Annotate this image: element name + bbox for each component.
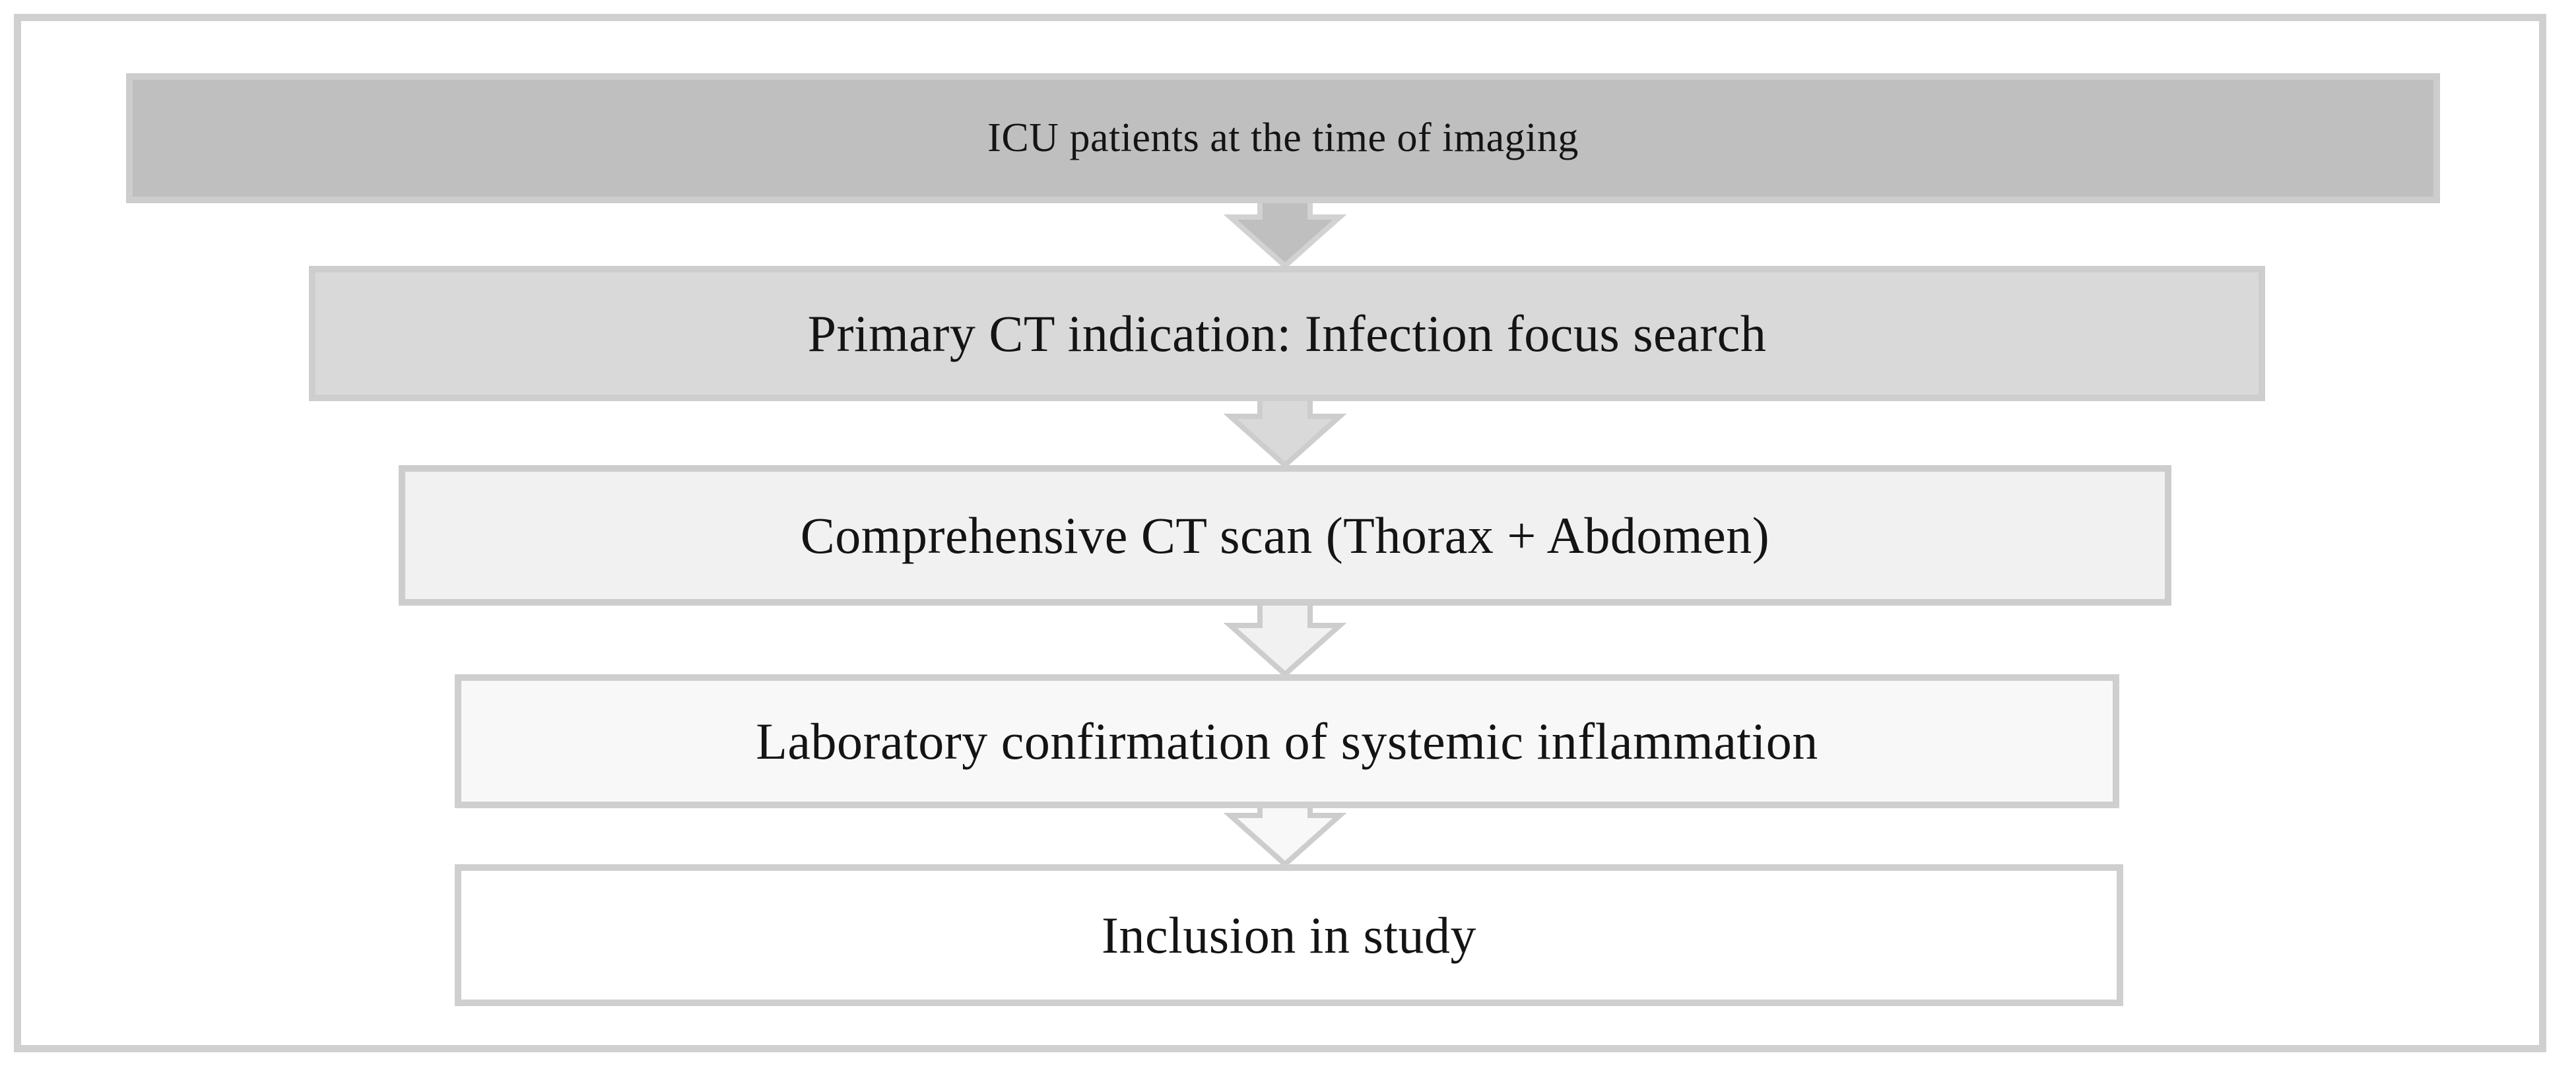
flow-step-label: Laboratory confirmation of systemic infl… xyxy=(756,712,1818,770)
flow-step-label: Primary CT indication: Infection focus s… xyxy=(807,304,1767,362)
flow-step-inclusion: Inclusion in study xyxy=(455,864,2123,1006)
down-arrow-icon xyxy=(1223,798,1347,868)
flow-step-lab-confirmation: Laboratory confirmation of systemic infl… xyxy=(455,674,2119,808)
flow-step-label: Inclusion in study xyxy=(1102,906,1476,964)
down-arrow-icon xyxy=(1223,595,1347,678)
down-arrow-icon xyxy=(1223,193,1347,270)
flow-step-icu-patients: ICU patients at the time of imaging xyxy=(126,73,2440,203)
flow-step-label: ICU patients at the time of imaging xyxy=(987,115,1579,160)
flow-step-ct-scan: Comprehensive CT scan (Thorax + Abdomen) xyxy=(399,465,2171,606)
down-arrow-icon xyxy=(1223,391,1347,469)
flow-step-label: Comprehensive CT scan (Thorax + Abdomen) xyxy=(800,506,1770,564)
flow-step-ct-indication: Primary CT indication: Infection focus s… xyxy=(309,266,2265,401)
